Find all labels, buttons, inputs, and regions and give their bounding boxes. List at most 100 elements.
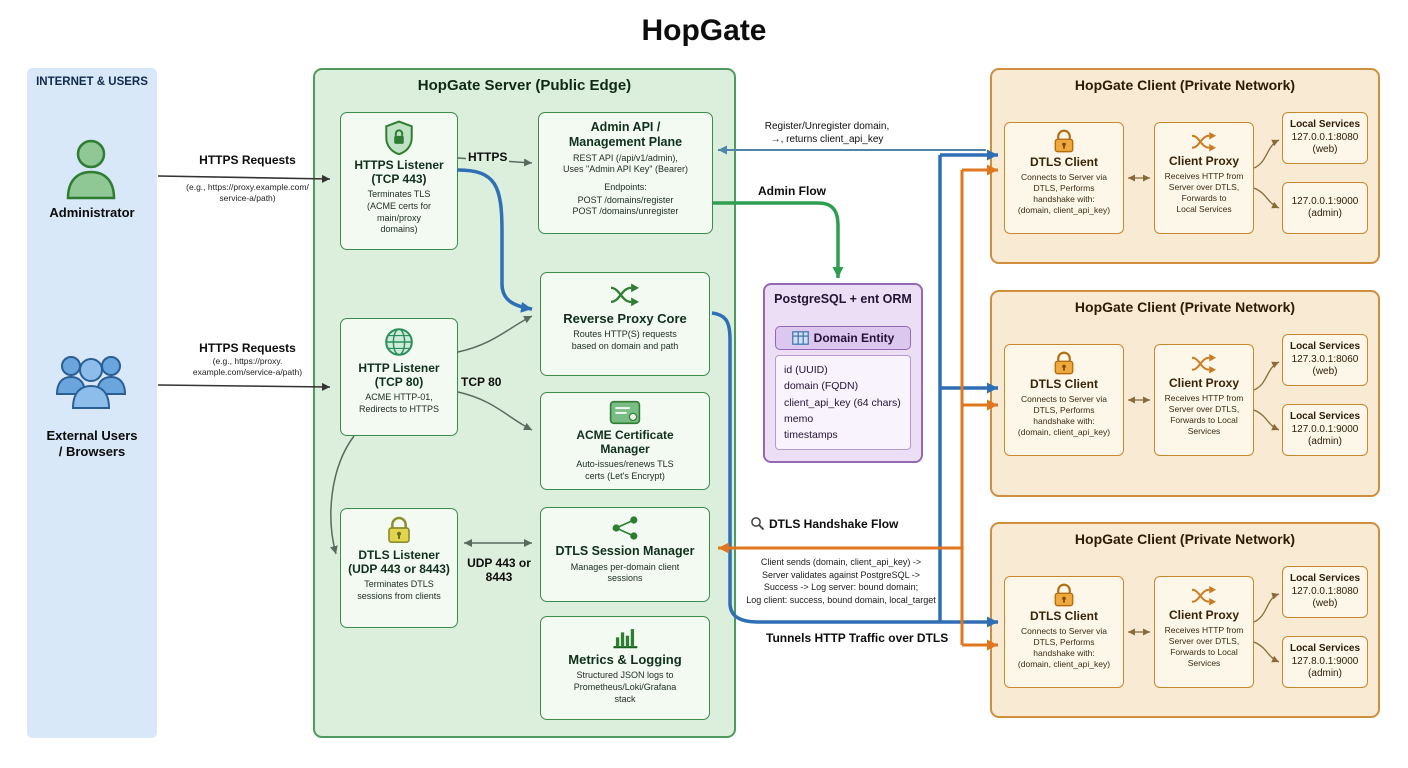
client-1-local-service-web: Local Services 127.0.0.1:8080 (web) <box>1282 112 1368 164</box>
https-listener-desc: Terminates TLS (ACME certs for main/prox… <box>366 189 431 235</box>
entity-field: id (UUID) <box>784 364 828 376</box>
shuffle-icon <box>545 280 705 308</box>
dtls-session-manager-node: DTLS Session Manager Manages per-domain … <box>540 507 710 602</box>
local-service-title: Local Services <box>1289 643 1361 655</box>
lock-icon <box>1008 351 1120 376</box>
local-service-kind: (web) <box>1312 144 1338 156</box>
domain-entity-title: Domain Entity <box>813 331 895 345</box>
local-service-addr: 127.0.0.1:8080 <box>1291 585 1359 597</box>
udp-label: UDP 443 or 8443 <box>462 556 536 585</box>
local-service-title: Local Services <box>1289 341 1361 353</box>
entity-field: memo <box>784 412 814 425</box>
shuffle-icon <box>1158 583 1250 607</box>
local-service-addr: 127.0.0.1:9000 <box>1291 423 1359 435</box>
dtls-listener-title: DTLS Listener (UDP 443 or 8443) <box>348 548 450 577</box>
admin-api-endpoints: POST /domains/register POST /domains/unr… <box>572 194 679 217</box>
user-request-subtitle: (e.g., https://proxy. example.com/servic… <box>192 356 303 378</box>
client-1-dtls-client-title: DTLS Client <box>1030 155 1098 169</box>
shield-lock-icon <box>345 120 453 155</box>
client-1-dtls-client-desc: Connects to Server via DTLS, Performs ha… <box>1017 171 1111 215</box>
shuffle-icon <box>1158 351 1250 375</box>
reverse-proxy-title: Reverse Proxy Core <box>563 311 687 326</box>
metrics-logging-node: Metrics & Logging Structured JSON logs t… <box>540 616 710 720</box>
dtls-handshake-flow-label: DTLS Handshake Flow <box>769 516 899 531</box>
https-label: HTTPS <box>466 150 510 165</box>
client-2-dtls-client-title: DTLS Client <box>1030 377 1098 391</box>
local-service-title: Local Services <box>1289 573 1361 585</box>
lock-icon <box>1008 583 1120 608</box>
server-panel-title: HopGate Server (Public Edge) <box>417 77 632 94</box>
shuffle-icon <box>1158 129 1250 153</box>
client-1-dtls-client-node: DTLS Client Connects to Server via DTLS,… <box>1004 122 1124 234</box>
acme-manager-node: ACME Certificate Manager Auto-issues/ren… <box>540 392 710 490</box>
local-service-title: Local Services <box>1289 119 1361 131</box>
local-service-kind: (admin) <box>1308 668 1342 680</box>
client-3-dtls-client-node: DTLS Client Connects to Server via DTLS,… <box>1004 576 1124 688</box>
admin-api-endpoints-label: Endpoints: <box>604 181 647 192</box>
admin-request-title: HTTPS Requests <box>199 153 296 167</box>
https-listener-node: HTTPS Listener (TCP 443) Terminates TLS … <box>340 112 458 250</box>
client-3-proxy-desc: Receives HTTP from Server over DTLS, For… <box>1164 624 1244 668</box>
bar-chart-icon <box>545 624 705 649</box>
client-3-title: HopGate Client (Private Network) <box>1074 531 1296 547</box>
table-icon <box>791 331 809 345</box>
admin-api-desc: REST API (/api/v1/admin), Uses "Admin AP… <box>563 152 688 175</box>
database-title: PostgreSQL + ent ORM <box>774 292 912 306</box>
domain-entity-fields: id (UUID) domain (FQDN) client_api_key (… <box>775 355 911 451</box>
internet-panel-title: INTERNET & USERS <box>36 76 148 88</box>
client-2-proxy-desc: Receives HTTP from Server over DTLS, For… <box>1164 392 1244 436</box>
magnifier-icon <box>750 516 765 531</box>
admin-api-title: Admin API / Management Plane <box>568 120 683 149</box>
client-2-local-service-admin: Local Services 127.0.0.1:9000 (admin) <box>1282 404 1368 456</box>
local-service-addr: 127.0.0.1:9000 <box>1291 195 1359 207</box>
acme-manager-desc: Auto-issues/renews TLS certs (Let's Encr… <box>576 459 674 481</box>
client-3-proxy-title: Client Proxy <box>1168 608 1240 622</box>
local-service-title: Local Services <box>1289 411 1361 423</box>
users-group-icon <box>55 348 127 419</box>
client-2-local-service-web: Local Services 127.3.0.1:8060 (web) <box>1282 334 1368 386</box>
admin-flow-label: Admin Flow <box>758 184 826 198</box>
metrics-logging-desc: Structured JSON logs to Prometheus/Loki/… <box>573 670 677 704</box>
local-service-kind: (web) <box>1312 366 1338 378</box>
certificate-icon <box>545 400 705 425</box>
local-service-kind: (web) <box>1312 598 1338 610</box>
network-nodes-icon <box>545 515 705 541</box>
http-listener-title: HTTP Listener (TCP 80) <box>358 361 440 390</box>
client-3-dtls-client-title: DTLS Client <box>1030 609 1098 623</box>
tcp80-label: TCP 80 <box>459 375 504 390</box>
client-3-dtls-client-desc: Connects to Server via DTLS, Performs ha… <box>1017 625 1111 669</box>
reverse-proxy-desc: Routes HTTP(S) requests based on domain … <box>571 329 679 352</box>
reverse-proxy-node: Reverse Proxy Core Routes HTTP(S) reques… <box>540 272 710 376</box>
entity-field: timestamps <box>784 429 838 442</box>
client-2-title: HopGate Client (Private Network) <box>1074 299 1296 315</box>
acme-manager-title: ACME Certificate Manager <box>576 428 674 457</box>
client-1-proxy-desc: Receives HTTP from Server over DTLS, For… <box>1164 170 1244 214</box>
client-1-local-service-admin: 127.0.0.1:9000 (admin) <box>1282 182 1368 234</box>
https-listener-title: HTTPS Listener (TCP 443) <box>354 158 444 187</box>
client-2-proxy-node: Client Proxy Receives HTTP from Server o… <box>1154 344 1254 456</box>
page-title: HopGate <box>641 14 767 47</box>
dtls-handshake-flow-label-group: DTLS Handshake Flow <box>750 516 898 531</box>
dtls-session-manager-title: DTLS Session Manager <box>555 544 695 558</box>
local-service-kind: (admin) <box>1308 208 1342 219</box>
handshake-detail-text: Client sends (domain, client_api_key) ->… <box>746 557 936 605</box>
client-1-title: HopGate Client (Private Network) <box>1074 77 1296 93</box>
admin-request-subtitle: (e.g., https://proxy.example.com/ servic… <box>186 182 309 204</box>
administrator-label: Administrator <box>49 205 135 220</box>
globe-icon <box>345 326 453 358</box>
client-1-proxy-title: Client Proxy <box>1168 154 1240 168</box>
client-3-local-service-web: Local Services 127.0.0.1:8080 (web) <box>1282 566 1368 618</box>
domain-entity-header: Domain Entity <box>775 326 911 350</box>
metrics-logging-title: Metrics & Logging <box>568 652 682 667</box>
dtls-session-manager-desc: Manages per-domain client sessions <box>570 561 680 584</box>
lock-icon <box>1008 129 1120 154</box>
entity-field: client_api_key (64 chars) <box>784 396 901 409</box>
lock-icon <box>345 516 453 545</box>
http-listener-node: HTTP Listener (TCP 80) ACME HTTP-01, Red… <box>340 318 458 436</box>
entity-field: domain (FQDN) <box>784 380 859 393</box>
client-2-proxy-title: Client Proxy <box>1168 376 1240 390</box>
local-service-addr: 127.8.0.1:9000 <box>1291 655 1359 667</box>
client-1-proxy-node: Client Proxy Receives HTTP from Server o… <box>1154 122 1254 234</box>
client-2-dtls-client-node: DTLS Client Connects to Server via DTLS,… <box>1004 344 1124 456</box>
